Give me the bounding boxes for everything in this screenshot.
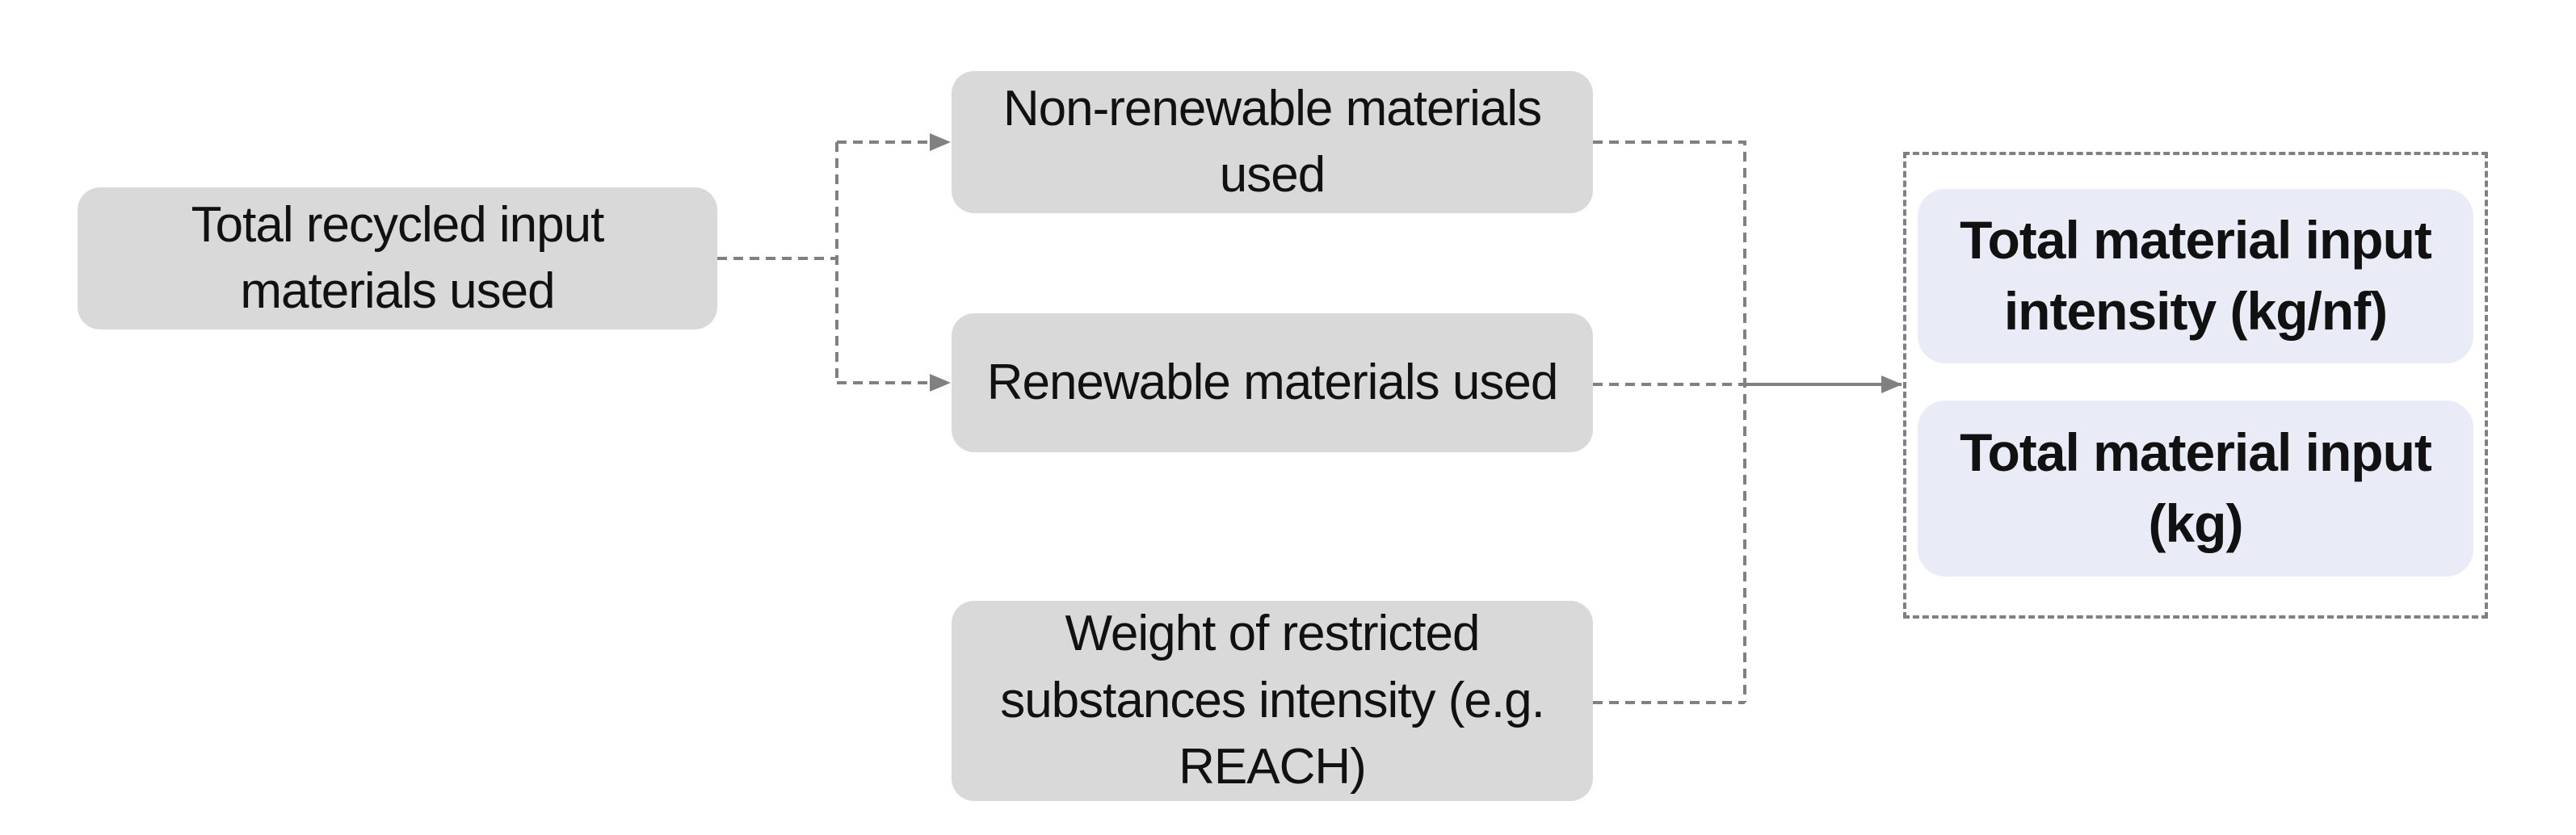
connector-non-renewable-out [1593,141,1746,703]
node-total-recycled-input-label: Total recycled input materials used [191,196,605,319]
node-restricted-substances: Weight of restricted substances intensit… [952,601,1593,801]
node-total-material-input-intensity-label: Total material input intensity (kg/nf) [1960,210,2432,341]
node-renewable-materials-label: Renewable materials used [986,354,1559,410]
node-non-renewable-materials-label: Non-renewable materials used [1002,80,1542,203]
node-total-material-input-intensity: Total material input intensity (kg/nf) [1918,189,2473,363]
node-restricted-substances-label: Weight of restricted substances intensit… [1000,606,1545,795]
output-group-frame [1903,152,2488,619]
node-total-material-input: Total material input (kg) [1918,401,2473,577]
node-total-recycled-input: Total recycled input materials used [78,187,717,329]
node-non-renewable-materials: Non-renewable materials used [952,71,1593,213]
node-total-material-input-label: Total material input (kg) [1960,422,2432,553]
node-renewable-materials: Renewable materials used [952,313,1593,452]
